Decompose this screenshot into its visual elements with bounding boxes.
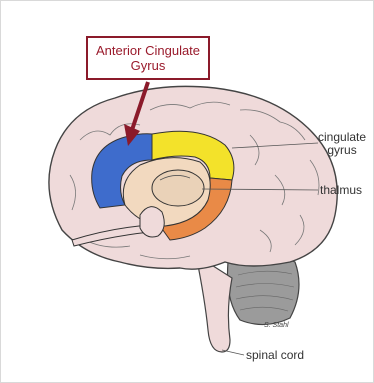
cingulate-gyrus-label: cingulate gyrus [318,131,366,157]
artist-signature: S. Stahl [264,322,289,329]
spinal-cord [196,255,232,352]
callout-line-2: Gyrus [96,58,200,73]
anterior-cingulate-callout: Anterior Cingulate Gyrus [86,36,210,80]
thalamus-label: thalmus [320,184,362,197]
spinal-cord-label: spinal cord [246,349,304,362]
callout-line-1: Anterior Cingulate [96,43,200,58]
cingulate-label-line-2: gyrus [318,144,366,157]
hippocampus [140,207,164,237]
